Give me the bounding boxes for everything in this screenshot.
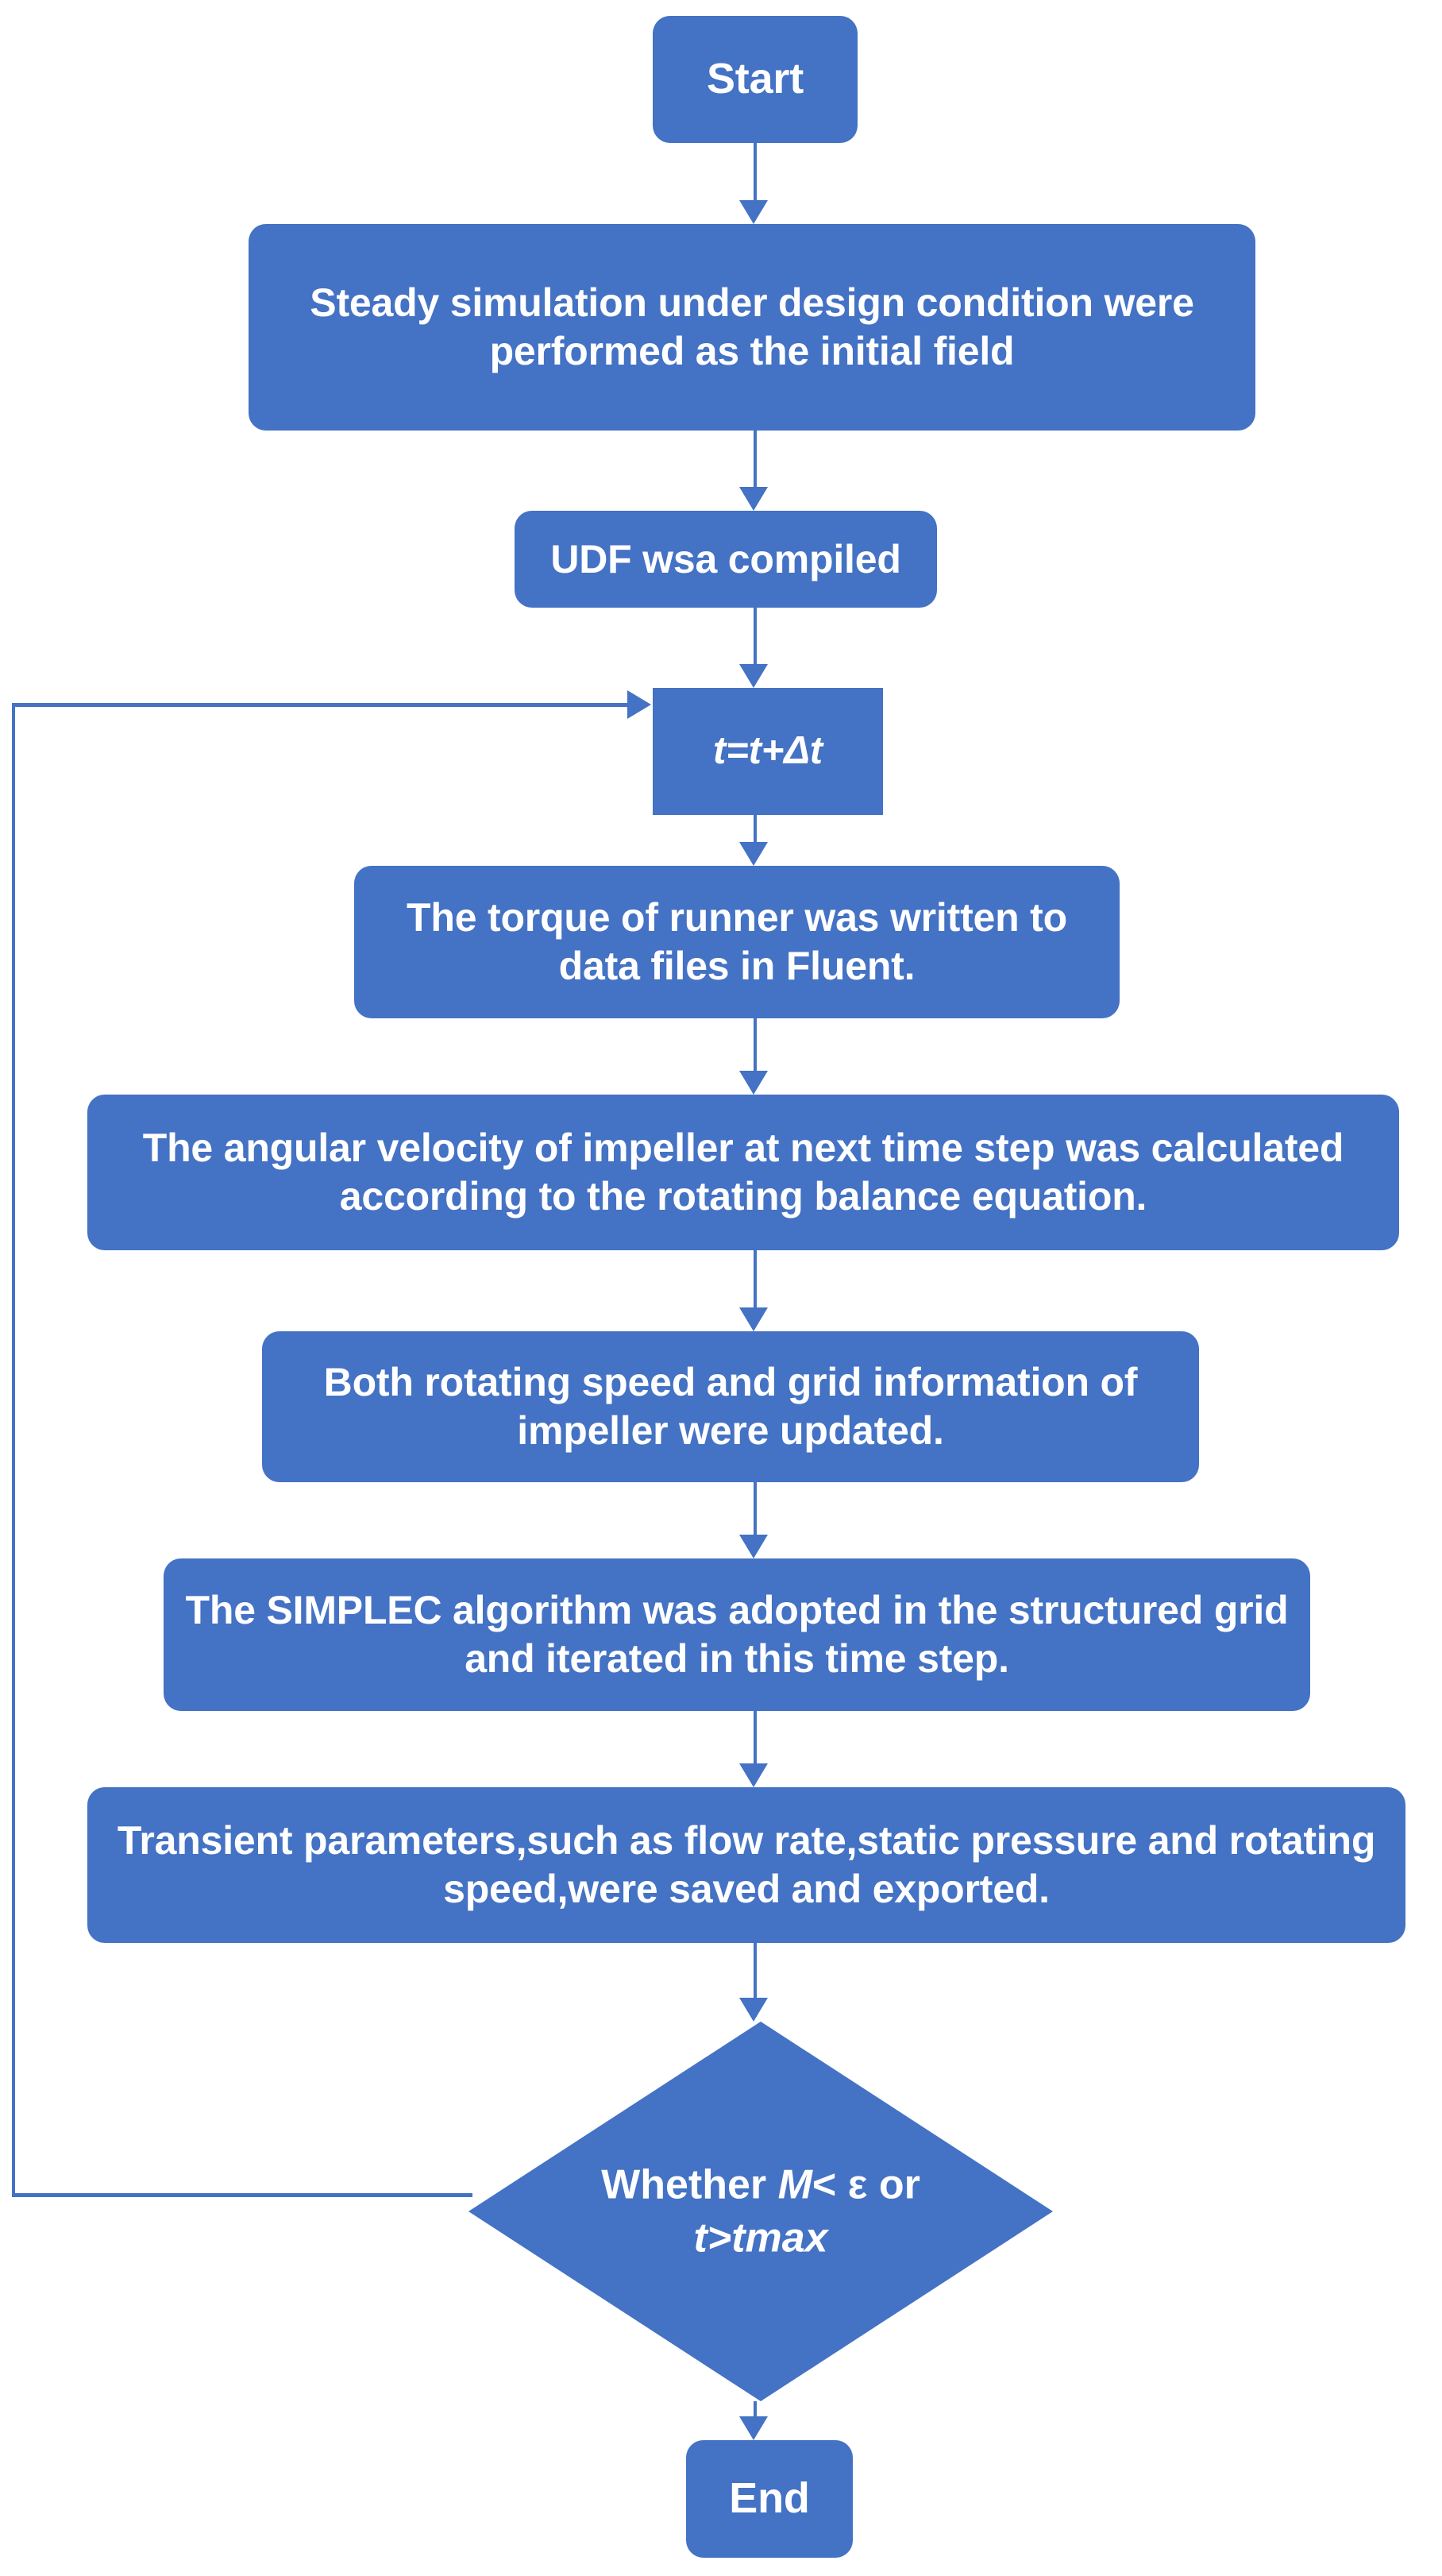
diamond-shape [468, 2022, 1053, 2401]
arrowhead-tstep-torque [739, 842, 768, 866]
loop-edge-top-segment [12, 703, 627, 707]
arrowhead-simplec-trans [739, 1763, 768, 1787]
node-angular-velocity-calculated[interactable]: The angular velocity of impeller at next… [87, 1095, 1399, 1250]
node-decision-convergence[interactable]: Whether M< ε or t>tmax [468, 2022, 1053, 2401]
node-start-label: Start [706, 55, 804, 103]
arrowhead-both-simplec [739, 1535, 768, 1558]
node-speed-grid-updated-label: Both rotating speed and grid information… [323, 1360, 1138, 1453]
node-udf-compiled[interactable]: UDF wsa compiled [515, 511, 937, 608]
node-speed-grid-updated[interactable]: Both rotating speed and grid information… [262, 1331, 1199, 1482]
arrowhead-start-steady [739, 200, 768, 224]
edge-tstep-to-torque [754, 815, 757, 842]
node-end[interactable]: End [686, 2440, 853, 2558]
edge-simplec-to-trans [754, 1711, 757, 1763]
node-torque-written-label: The torque of runner was written to data… [407, 895, 1067, 988]
arrowhead-steady-udf [739, 487, 768, 511]
node-angular-velocity-calculated-label: The angular velocity of impeller at next… [142, 1126, 1344, 1218]
node-simplec-algorithm[interactable]: The SIMPLEC algorithm was adopted in the… [164, 1558, 1310, 1711]
node-udf-compiled-label: UDF wsa compiled [550, 536, 901, 581]
node-steady-simulation[interactable]: Steady simulation under design condition… [249, 224, 1255, 431]
node-torque-written[interactable]: The torque of runner was written to data… [354, 866, 1120, 1018]
edge-steady-to-udf [754, 431, 757, 487]
loop-edge-left-segment [12, 703, 15, 2197]
arrowhead-torque-angvel [739, 1071, 768, 1095]
node-time-step-increment-label: t=t+Δt [713, 729, 823, 773]
arrowhead-angvel-both [739, 1307, 768, 1331]
arrowhead-trans-decision [739, 1998, 768, 2022]
edge-torque-to-angvel [754, 1018, 757, 1071]
edge-both-to-simplec [754, 1482, 757, 1535]
arrowhead-udf-tstep [739, 664, 768, 688]
edge-angvel-to-both [754, 1250, 757, 1307]
edge-start-to-steady [754, 143, 757, 200]
node-steady-simulation-label: Steady simulation under design condition… [310, 280, 1194, 373]
node-simplec-algorithm-label: The SIMPLEC algorithm was adopted in the… [185, 1588, 1289, 1681]
edge-udf-to-tstep [754, 608, 757, 664]
node-transient-parameters-saved[interactable]: Transient parameters,such as flow rate,s… [87, 1787, 1405, 1943]
node-end-label: End [729, 2474, 810, 2523]
node-time-step-increment[interactable]: t=t+Δt [653, 688, 883, 815]
edge-trans-to-decision [754, 1943, 757, 1998]
node-start[interactable]: Start [653, 16, 858, 143]
edge-decision-to-end [754, 2401, 757, 2416]
loop-edge-bottom-segment [12, 2193, 472, 2197]
node-transient-parameters-saved-label: Transient parameters,such as flow rate,s… [117, 1818, 1376, 1911]
arrowhead-decision-end [739, 2416, 768, 2440]
arrowhead-loop-to-tstep [627, 690, 651, 719]
